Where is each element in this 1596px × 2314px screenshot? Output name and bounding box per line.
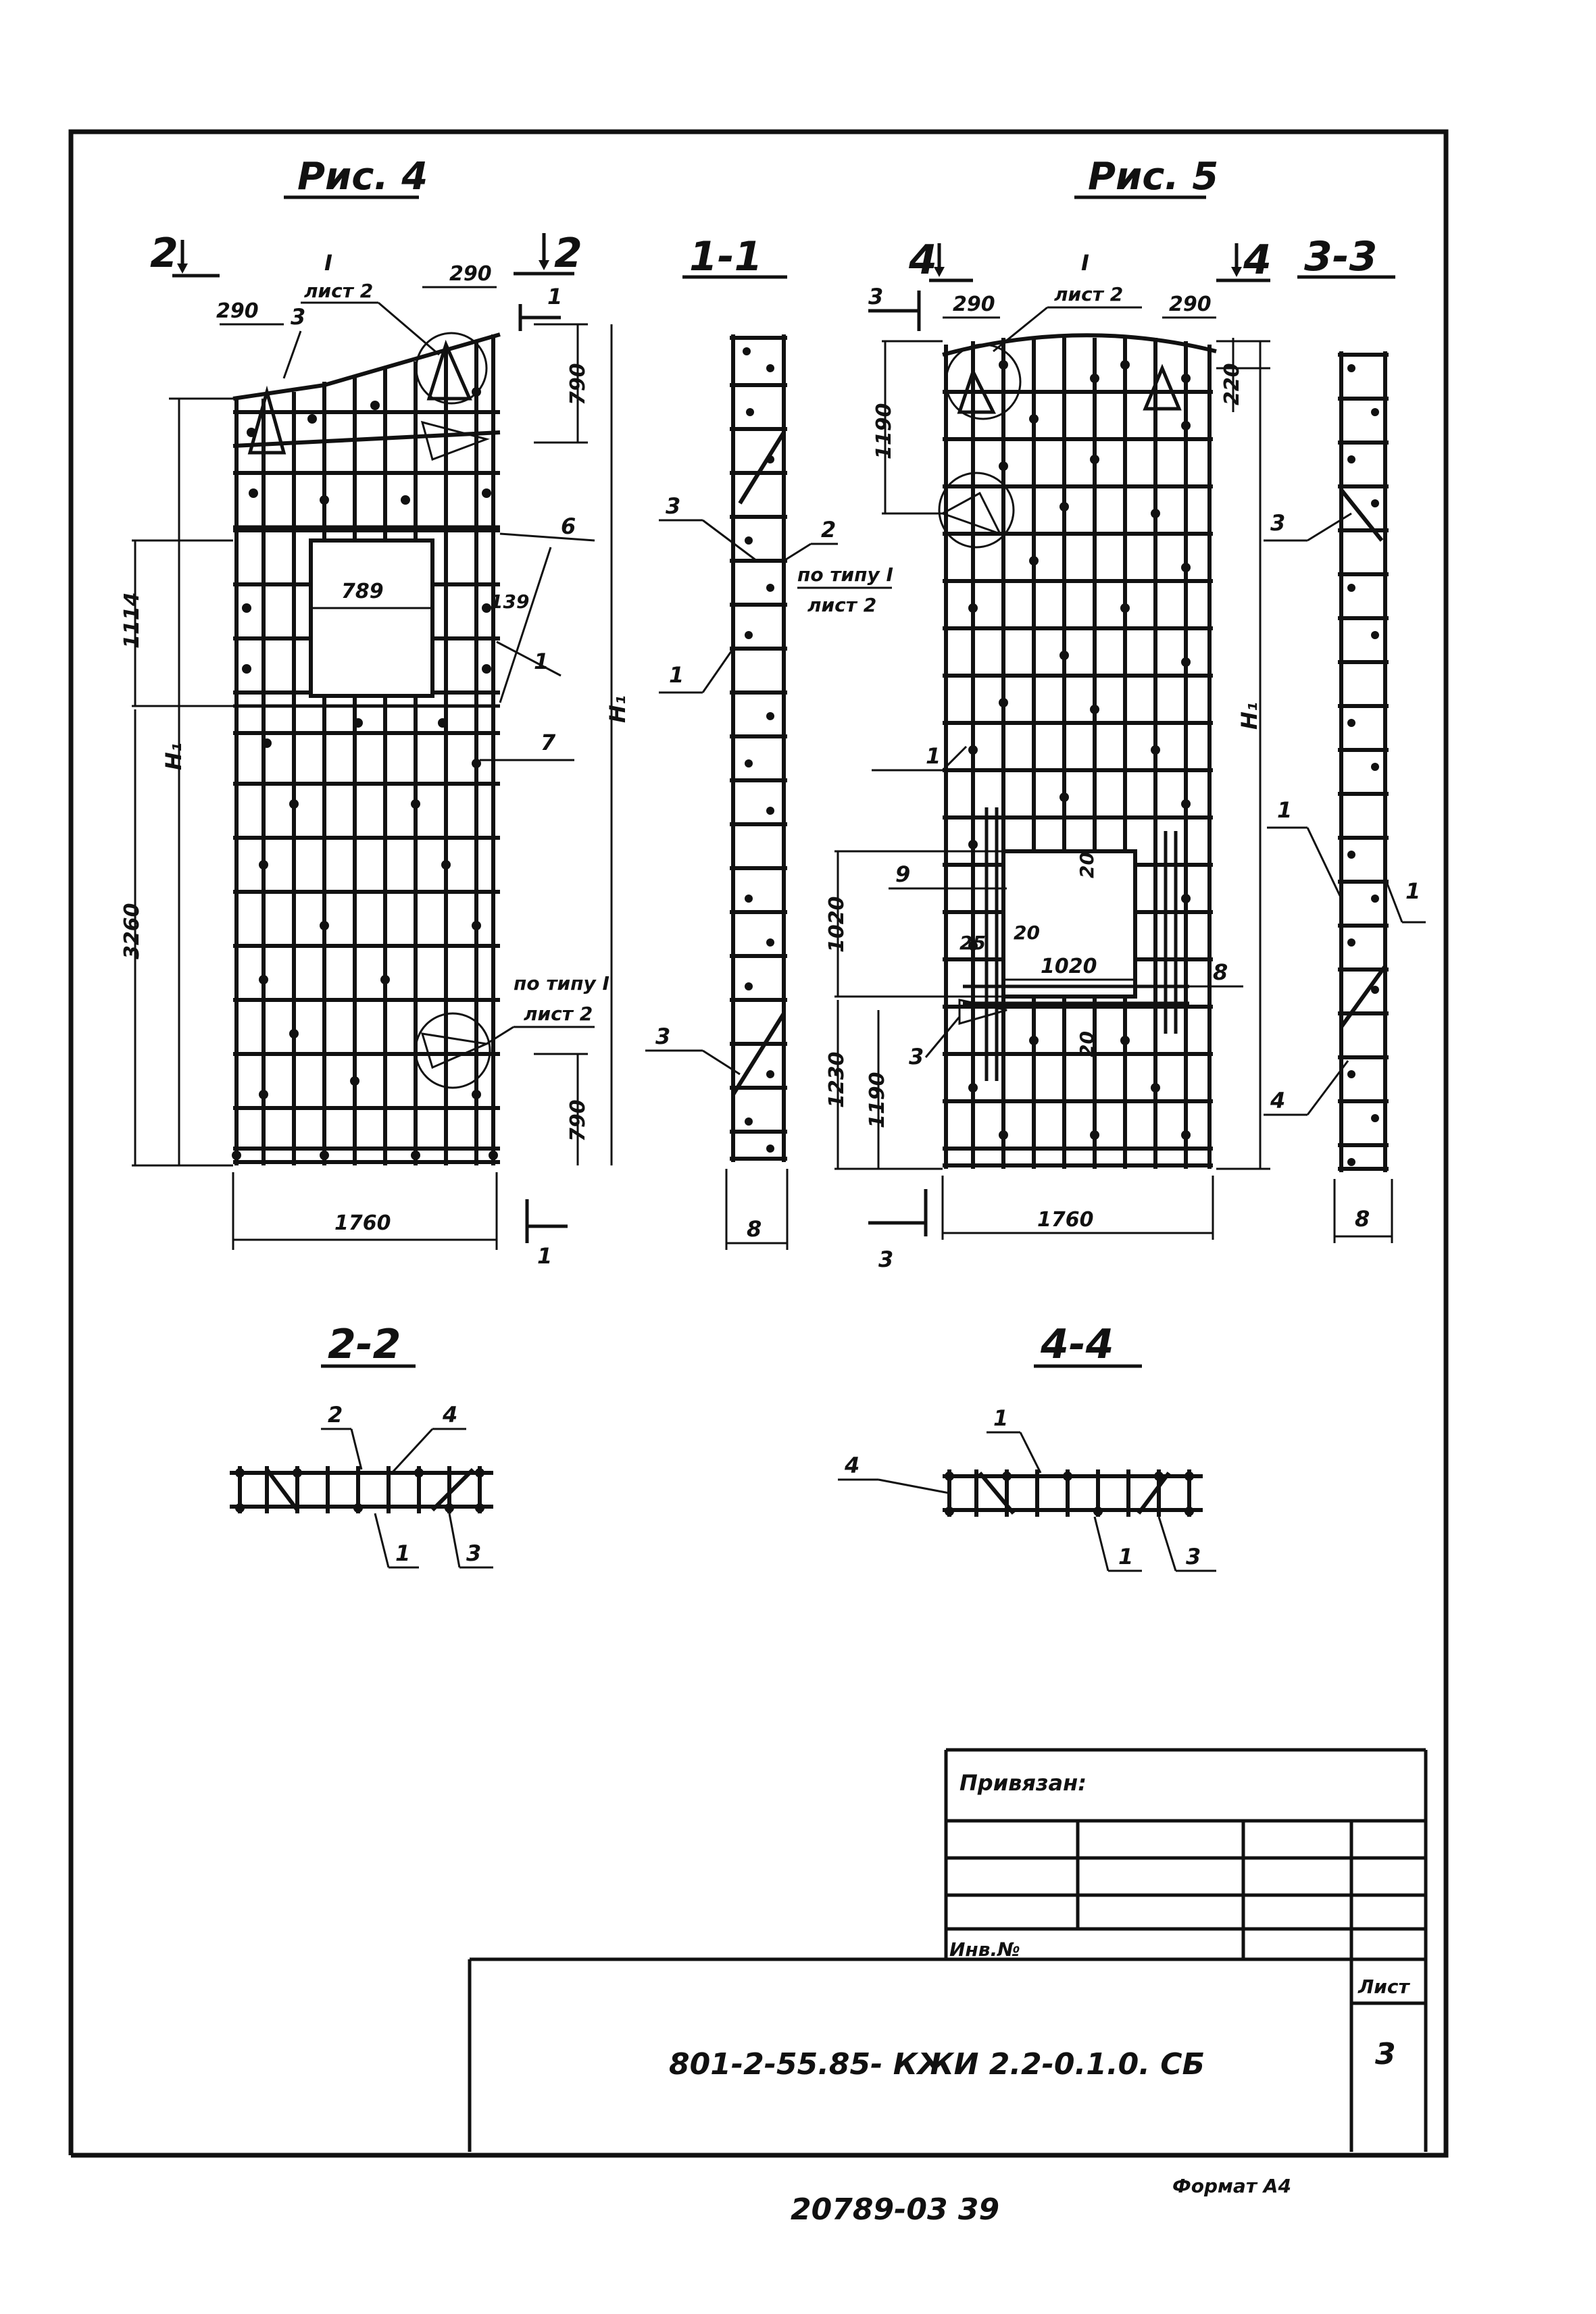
fig4-pos-1: 1 (534, 649, 549, 674)
sec22-title: 2-2 (328, 1321, 401, 1368)
section-1-1: 1-1 (645, 233, 893, 1250)
title-sheet-no: 3 (1375, 2037, 1396, 2071)
figure-5: Рис. 5 4 4 3 I лист 2 290 290 (825, 155, 1272, 1272)
sheet-frame (68, 129, 1449, 2158)
sec44-pos-1b: 1 (1118, 1544, 1133, 1569)
fig5-dim-1190b: 1190 (866, 1072, 889, 1129)
fig5-dim-290b: 290 (1169, 293, 1212, 316)
fig5-dim-1020v: 1020 (825, 897, 849, 953)
title-bound: Привязан: (959, 1770, 1087, 1796)
fig5-dim-290a: 290 (953, 293, 995, 316)
title-code: 801-2-55.85- КЖИ 2.2-0.1.0. СБ (669, 2047, 1205, 2082)
sec33-pos-1b: 1 (1405, 878, 1420, 904)
sec44-pos-4: 4 (844, 1453, 859, 1478)
fig5-dim-25: 25 (959, 932, 986, 954)
fig4-callout-bottom-text: по типу I (514, 972, 609, 995)
sec11-pos-3a: 3 (666, 493, 680, 519)
fig5-pos-8: 8 (1213, 959, 1228, 985)
sec33-width: 8 (1355, 1206, 1370, 1232)
fig4-dim-139: 139 (490, 590, 529, 613)
fig5-dim-220: 220 (1220, 363, 1244, 405)
fig5-dim-h1: H₁ (1237, 702, 1262, 730)
fig4-dim-1114: 1114 (120, 593, 144, 649)
fig5-dim-20a: 20 (1076, 852, 1098, 878)
sec22-pos-2: 2 (328, 1402, 343, 1428)
fig4-dim-290a: 290 (216, 299, 259, 323)
fig4-callout-roman: I (324, 250, 332, 276)
fig4-cut1-bottom: 1 (537, 1243, 552, 1269)
fig4-cut1-top: 1 (547, 284, 562, 309)
fig4-dim-290b: 290 (449, 262, 492, 286)
section-2-2: 2-2 2 4 1 3 (230, 1321, 493, 1569)
sec11-callout-text: по типу I (797, 563, 893, 586)
fig5-dim-20b: 20 (1014, 922, 1040, 944)
fig5-cut4-right: 4 (1243, 236, 1272, 284)
fig4-cut2-left: 2 (150, 230, 178, 277)
fig4-dim-790a: 790 (566, 363, 590, 405)
fig5-callout-roman: I (1081, 250, 1089, 276)
fig5-mesh (938, 333, 1217, 1169)
sec11-title: 1-1 (689, 233, 762, 280)
fig4-cut2-right: 2 (554, 230, 582, 277)
fig4-dim-h1a: H₁ (161, 743, 186, 770)
footer-format: Формат А4 (1172, 2175, 1291, 2197)
sec33-pos-1a: 1 (1277, 797, 1292, 823)
title-block: Привязан: Инв.№ 801-2-55.85- КЖИ 2.2-0.1… (468, 1748, 1428, 2152)
sec11-pos-3b: 3 (655, 1024, 670, 1049)
fig4-dim-h1b: H₁ (605, 695, 630, 723)
sec11-pos-1: 1 (669, 662, 684, 688)
fig5-callout-sheet: лист 2 (1054, 283, 1123, 305)
fig5-dim-1230: 1230 (825, 1052, 849, 1109)
sec44-pos-1a: 1 (993, 1405, 1008, 1431)
sec22-pos-1: 1 (395, 1540, 410, 1566)
fig5-cut4-left: 4 (908, 236, 937, 284)
footer-number: 20789-03 39 (791, 2192, 999, 2227)
section-3-3: 3-3 (1264, 233, 1426, 1243)
fig5-dim-20c: 20 (1076, 1031, 1098, 1057)
fig4-dim-789: 789 (341, 580, 384, 603)
sec33-title: 3-3 (1304, 233, 1377, 280)
section-4-4: 4-4 4 1 1 3 (838, 1321, 1216, 1572)
fig4-pos-3: 3 (291, 304, 305, 330)
sec44-pos-3: 3 (1186, 1544, 1201, 1569)
fig5-dim-1190a: 1190 (872, 403, 896, 460)
fig4-dim-790b: 790 (566, 1099, 590, 1142)
fig5-dim-1760: 1760 (1037, 1208, 1094, 1232)
sec33-pos-4: 4 (1270, 1088, 1285, 1113)
title-sheet-label: Лист (1357, 1976, 1410, 1998)
fig4-mesh (232, 332, 501, 1165)
sec44-title: 4-4 (1040, 1321, 1114, 1368)
sec22-pos-4: 4 (442, 1402, 457, 1428)
figure-4: Рис. 4 2 2 I лист 2 290 290 3 1 (120, 155, 630, 1269)
fig4-callout-sheet: лист 2 (304, 280, 373, 302)
fig4-callout-bottom-sheet: лист 2 (524, 1003, 593, 1025)
fig5-title: Рис. 5 (1088, 155, 1218, 199)
fig5-cut3-top: 3 (868, 284, 883, 309)
sec11-width: 8 (747, 1216, 762, 1242)
fig4-dim-3260: 3260 (120, 903, 144, 960)
title-inv: Инв.№ (949, 1938, 1020, 1961)
fig5-pos-1: 1 (926, 743, 941, 769)
fig5-pos-3: 3 (909, 1044, 924, 1070)
sec11-callout-sheet: лист 2 (807, 594, 876, 616)
sec33-pos-3: 3 (1270, 510, 1285, 536)
fig4-pos-6: 6 (561, 513, 576, 539)
fig4-title: Рис. 4 (297, 155, 428, 199)
sec22-pos-3: 3 (466, 1540, 481, 1566)
fig5-pos-9: 9 (895, 861, 910, 887)
fig4-dim-1760: 1760 (334, 1211, 391, 1235)
fig5-dim-1020h: 1020 (1041, 955, 1097, 978)
fig4-pos-7: 7 (541, 730, 556, 755)
sec11-pos-2: 2 (821, 517, 836, 543)
fig5-cut3-bottom: 3 (878, 1247, 893, 1272)
